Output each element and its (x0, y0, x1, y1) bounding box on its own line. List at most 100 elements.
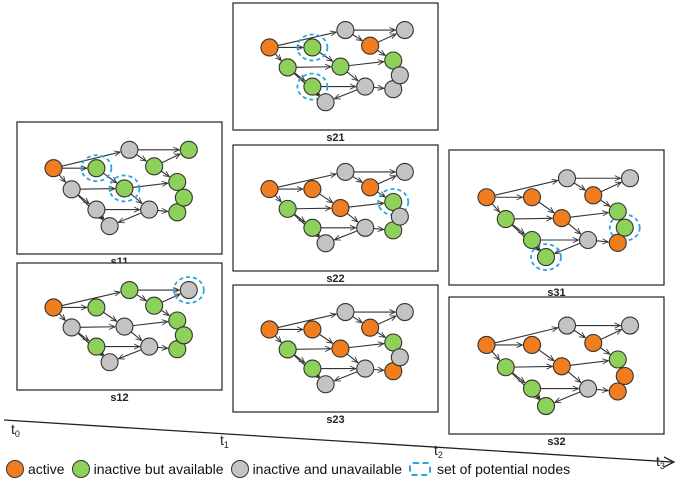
graph-node (331, 57, 350, 76)
edge (334, 371, 358, 381)
edge (494, 180, 558, 196)
graph-node (578, 379, 598, 398)
edge (277, 32, 336, 47)
graph-node (87, 159, 106, 178)
edge (58, 174, 65, 182)
edge (352, 175, 362, 182)
active-node-swatch (6, 460, 24, 478)
edge (514, 218, 552, 219)
graph-node (608, 202, 627, 221)
graph-node (260, 38, 279, 57)
edge (130, 193, 142, 203)
graph-node (303, 320, 322, 339)
edge (377, 332, 385, 337)
graph-node (477, 335, 496, 355)
edge (573, 329, 585, 337)
graph-node (174, 188, 193, 207)
legend-label-active: active (28, 461, 65, 477)
edge (274, 53, 281, 61)
panel-s11: s11 (16, 121, 223, 268)
edge (77, 194, 89, 204)
edge (319, 51, 332, 61)
timeline: t0 t1 t2 t3 (3, 419, 676, 471)
edge (573, 182, 585, 190)
graph-node (395, 302, 414, 322)
edge (377, 315, 396, 325)
graph-node (120, 280, 139, 300)
panel-label: s21 (326, 132, 344, 144)
edge (555, 391, 581, 403)
edge (58, 313, 65, 321)
panel-label: s31 (547, 287, 565, 299)
legend-item-unavailable: inactive and unavailable (230, 460, 403, 478)
graph-node (168, 203, 187, 222)
panel-label: s12 (110, 392, 128, 404)
edge (277, 314, 336, 329)
edge (319, 193, 332, 203)
edge (274, 194, 281, 202)
edge (570, 361, 608, 366)
time-label-t3: t3 (656, 453, 665, 471)
edge (277, 174, 336, 188)
graph-node (390, 207, 409, 226)
edge (377, 175, 396, 185)
potential-node-marker (108, 174, 141, 203)
edge (161, 153, 180, 164)
edge (136, 154, 146, 162)
graph-node (260, 180, 279, 199)
legend-label-potential: set of potential nodes (437, 461, 571, 477)
graph-node (361, 318, 380, 337)
graph-node (536, 248, 556, 267)
timeline-axis (3, 419, 673, 463)
graph-node (260, 320, 279, 339)
edge (511, 372, 524, 383)
graph-node (496, 358, 515, 377)
edge (118, 212, 142, 223)
edge (78, 332, 89, 341)
edge (555, 242, 581, 253)
edge (537, 395, 540, 398)
edge (157, 210, 168, 211)
graph-node (303, 38, 322, 57)
graph-node (336, 302, 355, 322)
edge (296, 67, 331, 68)
graph-node (168, 172, 187, 192)
graph-node (115, 179, 134, 198)
graph-node (536, 397, 556, 416)
graph-node (62, 318, 81, 337)
edge (294, 72, 305, 81)
edge (599, 347, 610, 354)
graph-node (331, 339, 350, 358)
potential-node-marker (530, 243, 562, 272)
graph-node (522, 230, 542, 250)
graph-node (140, 337, 159, 356)
graph-node (395, 162, 414, 181)
legend-item-available: inactive but available (71, 460, 224, 478)
edge (157, 347, 168, 348)
edge (61, 152, 120, 167)
legend-item-active: active (6, 460, 65, 478)
edge (346, 71, 358, 81)
edge (494, 328, 558, 344)
panel-s23: s23 (232, 284, 439, 426)
graph-node (278, 58, 297, 77)
graph-node (552, 357, 571, 376)
graph-node (179, 140, 198, 159)
edge (296, 208, 331, 209)
edge (118, 349, 142, 359)
edge (319, 333, 332, 343)
graph-node (145, 157, 164, 176)
legend-label-unavailable: inactive and unavailable (252, 461, 403, 477)
edge (600, 181, 621, 193)
potential-node-marker (296, 33, 329, 62)
edge (596, 241, 608, 242)
graph-node (584, 186, 603, 205)
edge (600, 199, 609, 206)
edge (377, 33, 396, 43)
graph-node (278, 340, 297, 359)
graph-node (557, 169, 577, 188)
graph-node (584, 333, 603, 353)
edge (373, 369, 384, 370)
